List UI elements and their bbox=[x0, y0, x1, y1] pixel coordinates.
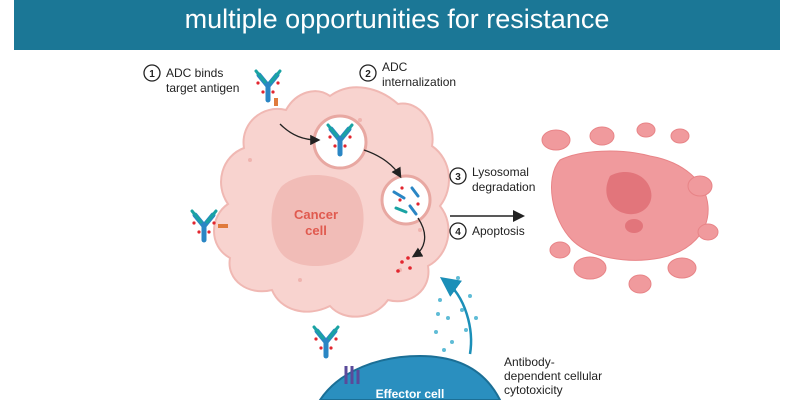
step-3-number: 3 bbox=[455, 172, 461, 183]
title-banner: multiple opportunities for resistance bbox=[14, 0, 780, 50]
degradation-arrow bbox=[411, 217, 426, 258]
adcc-antibody-icon bbox=[314, 327, 338, 356]
adcc-arrow bbox=[439, 277, 473, 355]
fc-receptor-icon bbox=[344, 366, 360, 384]
cancer-cell-label: Cancer bbox=[294, 207, 338, 222]
apoptotic-nucleus bbox=[606, 172, 652, 215]
step-1-label-line2: target antigen bbox=[166, 81, 239, 95]
apoptotic-nucleus-fragment bbox=[625, 219, 643, 233]
step-2-number-badge bbox=[359, 64, 377, 82]
binding-arrow bbox=[279, 123, 321, 146]
step-1-label-line1: ADC binds bbox=[166, 66, 223, 80]
step-1-number-badge bbox=[143, 64, 161, 82]
banner-title: multiple opportunities for resistance bbox=[184, 4, 610, 34]
step-4-number: 4 bbox=[455, 227, 461, 238]
step-1-number: 1 bbox=[149, 69, 155, 80]
step-3-number-badge bbox=[449, 167, 467, 185]
target-antigen-icon bbox=[274, 98, 278, 106]
step-3-label-line2: degradation bbox=[472, 180, 535, 194]
target-antigen-icon bbox=[218, 224, 228, 228]
step-2-number: 2 bbox=[365, 69, 371, 80]
degraded-adc-fragments-icon bbox=[392, 186, 420, 216]
cell-speckle bbox=[418, 228, 422, 232]
cell-speckle bbox=[358, 118, 362, 122]
adcc-label-line1: Antibody- bbox=[504, 355, 555, 369]
bound-adc-antibody-icon bbox=[192, 211, 216, 240]
step-2-label-line2: internalization bbox=[382, 75, 456, 89]
adcc-label-line3: cytotoxicity bbox=[504, 383, 563, 397]
cancer-cell-label-line2: cell bbox=[305, 223, 327, 238]
lysosome-vesicle bbox=[380, 174, 432, 226]
step-4-number-badge bbox=[449, 222, 467, 240]
step-3-label-line1: Lysosomal bbox=[472, 165, 529, 179]
adc-antibody-icon bbox=[256, 71, 280, 100]
step-4-label: Apoptosis bbox=[472, 224, 525, 238]
effector-cell-label: Effector cell bbox=[376, 387, 445, 400]
internalization-arrow bbox=[363, 149, 402, 179]
cytotoxic-granules-icon bbox=[434, 276, 478, 352]
adcc-label-line2: dependent cellular bbox=[504, 369, 602, 383]
step-2-label-line1: ADC bbox=[382, 60, 408, 74]
cancer-cell-nucleus bbox=[271, 174, 364, 266]
cell-speckle bbox=[248, 158, 252, 162]
released-payload-icon bbox=[396, 256, 412, 273]
cell-speckle bbox=[298, 278, 302, 282]
